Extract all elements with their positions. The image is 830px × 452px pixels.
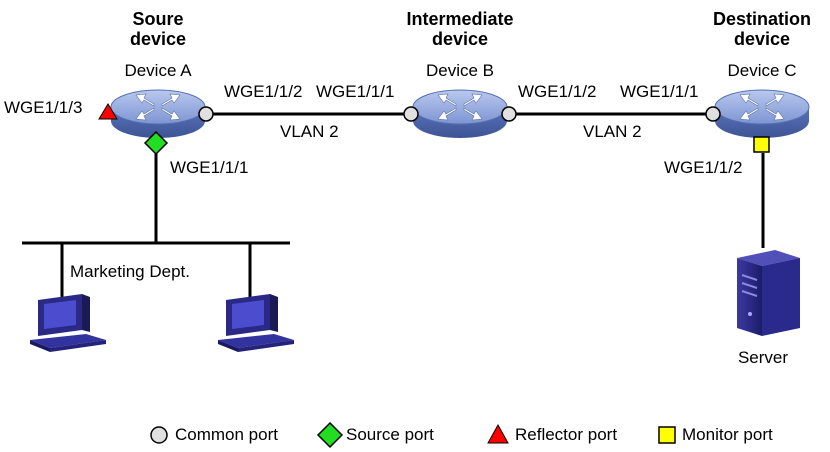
lan-label: Marketing Dept. — [70, 262, 190, 281]
device-c-role: Destination device — [712, 9, 812, 49]
port-label-a-reflector: WGE1/1/3 — [4, 98, 83, 117]
legend-source-symbol — [316, 421, 344, 449]
vlan-label-ab: VLAN 2 — [280, 122, 339, 141]
server-label: Server — [737, 348, 789, 367]
device-c-name: Device C — [727, 61, 797, 80]
device-b-name: Device B — [425, 61, 495, 80]
port-label-c-left: WGE1/1/1 — [620, 82, 699, 101]
pc-2-icon — [218, 294, 294, 352]
port-label-a-bottom: WGE1/1/1 — [170, 158, 249, 177]
port-label-c-bottom: WGE1/1/2 — [664, 158, 743, 177]
common-port-a-right — [198, 106, 214, 122]
port-label-b-left: WGE1/1/1 — [316, 82, 395, 101]
legend-reflector-label: Reflector port — [515, 425, 618, 444]
legend-reflector-symbol — [487, 423, 509, 444]
port-label-a-right: WGE1/1/2 — [224, 82, 303, 101]
common-port-c-left — [705, 106, 721, 122]
legend-monitor-symbol — [658, 426, 676, 444]
legend-source-label: Source port — [346, 425, 434, 444]
reflector-port-a — [98, 103, 118, 120]
monitor-port-c — [753, 136, 770, 153]
device-a-icon — [111, 90, 205, 138]
legend-common-symbol — [150, 426, 168, 444]
port-label-b-right: WGE1/1/2 — [518, 82, 597, 101]
device-a-role: Soure device — [129, 9, 187, 49]
device-a-name: Device A — [124, 61, 192, 80]
vlan-label-bc: VLAN 2 — [583, 122, 642, 141]
common-port-b-right — [501, 106, 517, 122]
legend-common-label: Common port — [175, 425, 278, 444]
source-port-a — [143, 130, 169, 156]
device-b-role: Intermediate device — [406, 9, 514, 49]
server-icon — [737, 250, 800, 336]
common-port-b-left — [403, 106, 419, 122]
legend-monitor-label: Monitor port — [682, 425, 773, 444]
device-b-icon — [413, 90, 507, 138]
pc-1-icon — [30, 294, 106, 352]
device-c-icon — [715, 90, 809, 138]
